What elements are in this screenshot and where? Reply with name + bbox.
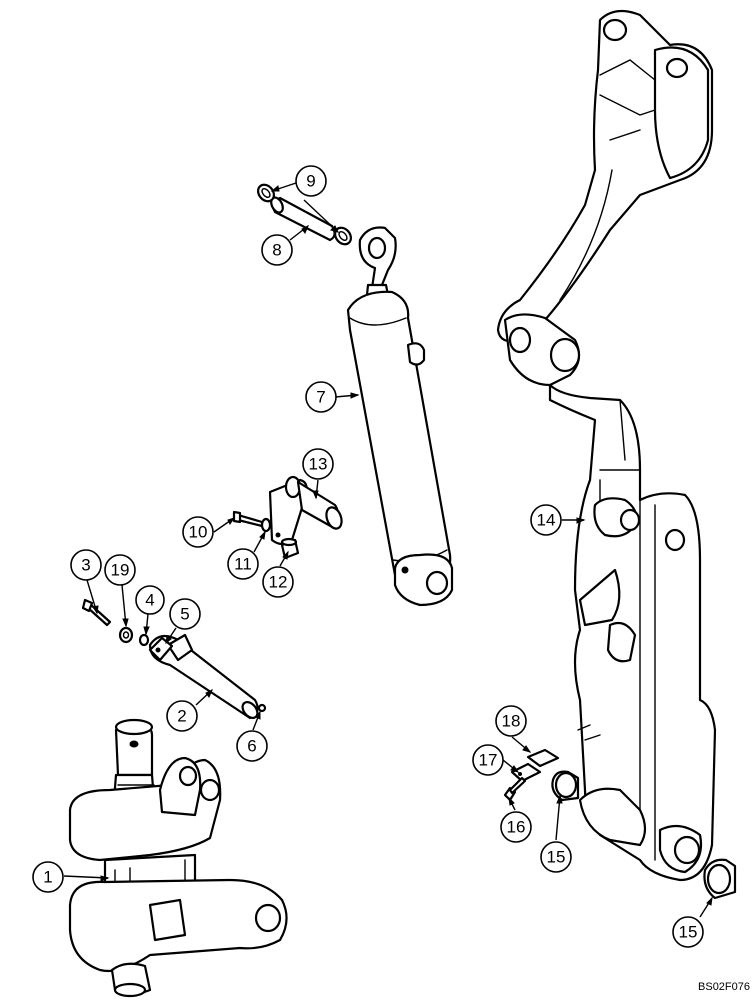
callout-14: 14 <box>530 504 562 536</box>
svg-text:16: 16 <box>507 818 526 837</box>
svg-text:13: 13 <box>309 455 328 474</box>
bolt-part-3 <box>81 598 112 627</box>
svg-text:2: 2 <box>177 707 186 726</box>
washer-part-4 <box>138 633 150 647</box>
pin-part-8 <box>270 196 336 242</box>
callout-11: 11 <box>227 548 259 580</box>
callout-9: 9 <box>295 165 327 197</box>
svg-text:9: 9 <box>306 172 315 191</box>
svg-text:3: 3 <box>81 556 90 575</box>
svg-text:7: 7 <box>316 388 325 407</box>
svg-text:15: 15 <box>547 848 566 867</box>
svg-text:4: 4 <box>145 591 154 610</box>
callout-15-upper: 15 <box>540 841 572 873</box>
plate-part-5 <box>148 636 174 662</box>
figure-reference: BS02F076 <box>698 981 750 993</box>
svg-text:11: 11 <box>234 555 252 574</box>
svg-text:18: 18 <box>502 712 521 731</box>
bolt-part-10 <box>232 510 264 528</box>
svg-text:5: 5 <box>180 605 189 624</box>
leader-lines <box>63 182 713 918</box>
callout-13: 13 <box>302 448 334 480</box>
cylinder-part-7 <box>346 226 454 607</box>
boom-part-14 <box>496 9 717 882</box>
washer-part-19 <box>118 626 134 644</box>
svg-text:1: 1 <box>43 868 52 887</box>
callout-16: 16 <box>500 811 532 843</box>
pin-part-2 <box>148 633 259 720</box>
plate-part-18 <box>526 748 560 768</box>
callout-4: 4 <box>135 585 165 615</box>
callout-2: 2 <box>166 700 198 732</box>
callout-19: 19 <box>104 554 136 586</box>
svg-text:8: 8 <box>272 241 281 260</box>
callout-17: 17 <box>472 744 504 776</box>
svg-text:10: 10 <box>189 523 208 542</box>
fitting-part-6 <box>257 703 267 713</box>
callout-18: 18 <box>495 705 527 737</box>
callout-6: 6 <box>236 730 268 762</box>
callout-10: 10 <box>182 516 214 548</box>
callout-15-lower: 15 <box>672 916 704 948</box>
callout-1: 1 <box>32 861 64 893</box>
bushing-part-15-upper <box>551 770 580 802</box>
swing-tower-part-1 <box>68 718 288 998</box>
shim-part-17 <box>510 762 542 783</box>
svg-text:6: 6 <box>247 737 256 756</box>
svg-text:19: 19 <box>111 561 130 580</box>
bushing-part-15-lower <box>703 858 737 900</box>
callout-5: 5 <box>169 598 201 630</box>
callout-8: 8 <box>261 234 293 266</box>
svg-text:12: 12 <box>269 573 288 592</box>
washer-part-11 <box>260 517 272 533</box>
svg-text:15: 15 <box>679 923 698 942</box>
callout-12: 12 <box>262 566 294 598</box>
pin-part-13 <box>268 475 343 546</box>
svg-text:17: 17 <box>479 751 498 770</box>
snap-ring-part-9-left <box>257 183 275 203</box>
callout-7: 7 <box>305 381 337 413</box>
callout-3: 3 <box>70 549 102 581</box>
snap-ring-part-9-right <box>334 226 352 246</box>
bolt-part-16 <box>503 776 527 802</box>
svg-text:14: 14 <box>537 511 556 530</box>
